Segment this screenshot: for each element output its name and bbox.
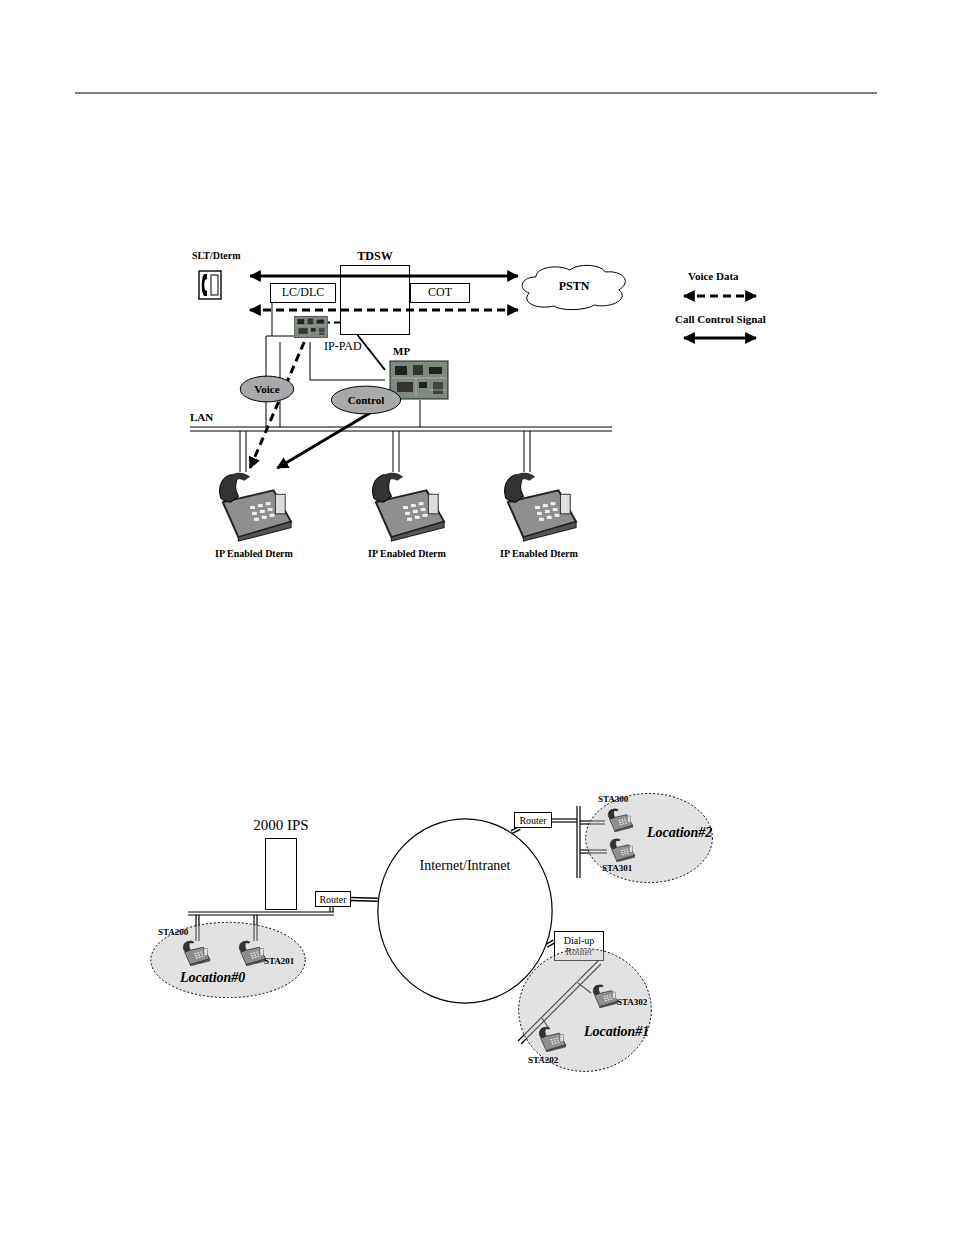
process-box: Router <box>315 891 351 907</box>
node-label: Location#0 <box>180 970 245 985</box>
phone-icon <box>215 468 293 544</box>
node-label: STA200 <box>158 928 188 938</box>
connector <box>351 899 378 901</box>
node-label: Location#2 <box>647 825 712 840</box>
connector <box>547 942 554 946</box>
voice-connector <box>250 342 304 468</box>
node-text: PSTN <box>559 280 590 293</box>
node-label: Internet/Intranet <box>420 858 511 873</box>
node-label: STA300 <box>598 795 628 805</box>
node-text: Router <box>519 815 546 826</box>
node-label: Location#1 <box>584 1024 649 1039</box>
node-label: STA201 <box>264 957 294 967</box>
cloud-node: PSTN <box>518 262 630 312</box>
phone-icon <box>604 808 636 832</box>
phone-icon <box>536 1026 568 1052</box>
node-text: Router <box>319 894 346 905</box>
phone-node: IP Enabled Dterm <box>368 468 446 544</box>
process-box: 2000 IPS <box>265 838 297 910</box>
phone-node: STA301 <box>606 838 638 862</box>
phone-node: STA202 <box>536 1026 568 1052</box>
process-box: TDSW <box>340 265 410 335</box>
voice-connector <box>250 310 518 311</box>
node-label: 2000 IPS <box>253 817 308 834</box>
phone-icon <box>590 984 620 1008</box>
connector <box>250 276 518 277</box>
node-label: IP Enabled Dterm <box>368 548 446 559</box>
process-box: LC/DLC <box>270 283 336 303</box>
board-node: IP-PAD <box>294 312 328 342</box>
connector <box>358 335 386 370</box>
node-text: LC/DLC <box>282 286 325 299</box>
legend-text: Call Control Signal <box>675 313 766 325</box>
node-label: MP <box>393 345 410 357</box>
ellipse-shape <box>377 818 553 1004</box>
process-box: Router <box>514 812 552 828</box>
node-label: IP-PAD <box>324 340 362 353</box>
node-label: SLT/Dterm <box>192 250 241 261</box>
oval-node: Internet/Intranet <box>377 818 553 1004</box>
node-label: IP Enabled Dterm <box>500 548 578 559</box>
node-label: STA202 <box>528 1056 558 1066</box>
phone-icon <box>236 940 268 966</box>
voice-connector <box>328 322 340 323</box>
node-text: Voice <box>254 383 279 395</box>
ell-node: Voice <box>240 376 294 402</box>
bus-label: LAN <box>190 411 213 423</box>
location-region <box>518 948 652 1072</box>
slt-node: SLT/Dterm <box>192 250 250 312</box>
loc-node: Location#0STA200STA201 <box>150 922 306 998</box>
circuit-board <box>294 312 328 342</box>
loc-node: Location#2 STA300STA301 <box>585 793 713 883</box>
loc-node: Location#1 STA302STA202 <box>518 948 652 1072</box>
phone-node: STA201 <box>236 940 268 966</box>
node-text: COT <box>428 286 452 299</box>
phone-icon <box>500 468 578 544</box>
ell-node: Control <box>331 386 401 414</box>
legend-text: Voice Data <box>688 270 739 282</box>
process-box: COT <box>410 283 470 303</box>
telephone-icon <box>198 270 222 300</box>
node-text: Control <box>348 394 384 406</box>
phone-node: IP Enabled Dterm <box>500 468 578 544</box>
node-label: IP Enabled Dterm <box>215 548 293 559</box>
node-label: STA301 <box>602 864 632 874</box>
phone-node: IP Enabled Dterm <box>215 468 293 544</box>
phone-icon <box>368 468 446 544</box>
phone-node: STA302 <box>590 984 620 1008</box>
node-label: STA302 <box>617 998 647 1008</box>
phone-node: STA300 <box>604 808 636 832</box>
phone-node: STA200 <box>180 940 212 966</box>
phone-icon <box>180 940 212 966</box>
node-label: TDSW <box>357 250 392 263</box>
connector <box>512 828 520 832</box>
phone-icon <box>606 838 638 862</box>
